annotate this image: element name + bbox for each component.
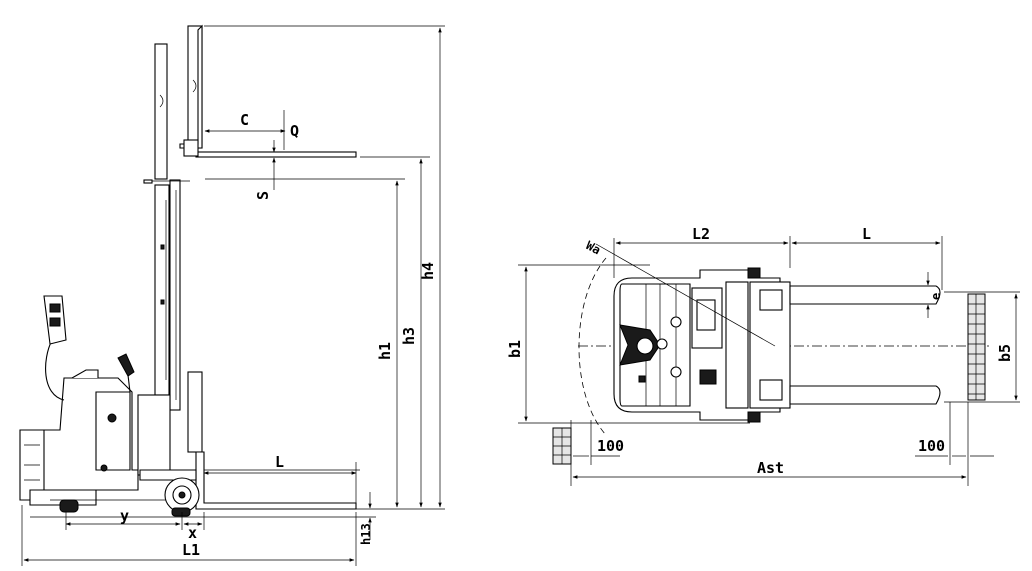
- Wa-dim: Wa: [584, 238, 776, 347]
- label-h1: h1: [376, 342, 394, 360]
- label-L2: L2: [692, 225, 710, 243]
- label-L-top: L: [862, 225, 871, 243]
- fork-thickness-dim: S: [254, 140, 276, 200]
- h3-dim: h3: [400, 158, 423, 508]
- h13-dim: h13: [359, 492, 373, 545]
- label-L1: L1: [182, 541, 200, 559]
- truck-body: [19, 295, 200, 517]
- L1-dim: L1: [21, 505, 357, 566]
- load-center-dim: C Q: [204, 110, 299, 150]
- label-h4: h4: [419, 262, 437, 280]
- label-clear-right: 100: [918, 437, 945, 455]
- label-h13: h13: [359, 523, 373, 545]
- label-Q: Q: [290, 122, 299, 140]
- mast: [143, 25, 203, 453]
- label-clear-left: 100: [597, 437, 624, 455]
- raised-fork: [179, 24, 357, 158]
- label-L-side: L: [275, 453, 284, 471]
- clearance-left: 100: [552, 420, 624, 486]
- label-Ast: Ast: [757, 459, 784, 477]
- top-view: b1: [506, 225, 1020, 486]
- side-view: C Q S h1 h3 h4: [19, 24, 445, 566]
- h4-dim: h4: [419, 27, 442, 508]
- label-b1: b1: [506, 340, 524, 358]
- h1-dim: h1: [376, 180, 399, 508]
- lowered-fork: L: [195, 451, 360, 510]
- Ast-dim: Ast: [572, 459, 967, 479]
- label-e: e: [929, 293, 943, 300]
- pallet: b5: [944, 291, 1020, 403]
- label-h3: h3: [400, 327, 418, 345]
- e-dim: e: [926, 272, 943, 318]
- label-x: x: [188, 524, 197, 542]
- label-b5: b5: [996, 344, 1014, 362]
- L-top-dim: L: [791, 225, 943, 290]
- wheelbase-dims: y x: [65, 507, 205, 542]
- top-forks: [789, 285, 941, 405]
- clearance-right: 100: [915, 402, 994, 486]
- label-C: C: [240, 111, 249, 129]
- L2-dim: L2: [613, 225, 791, 278]
- label-Wa: Wa: [584, 238, 603, 257]
- truck-top: [613, 267, 791, 423]
- label-S: S: [254, 191, 272, 200]
- label-y: y: [120, 507, 129, 525]
- b1-dim: b1: [506, 266, 528, 422]
